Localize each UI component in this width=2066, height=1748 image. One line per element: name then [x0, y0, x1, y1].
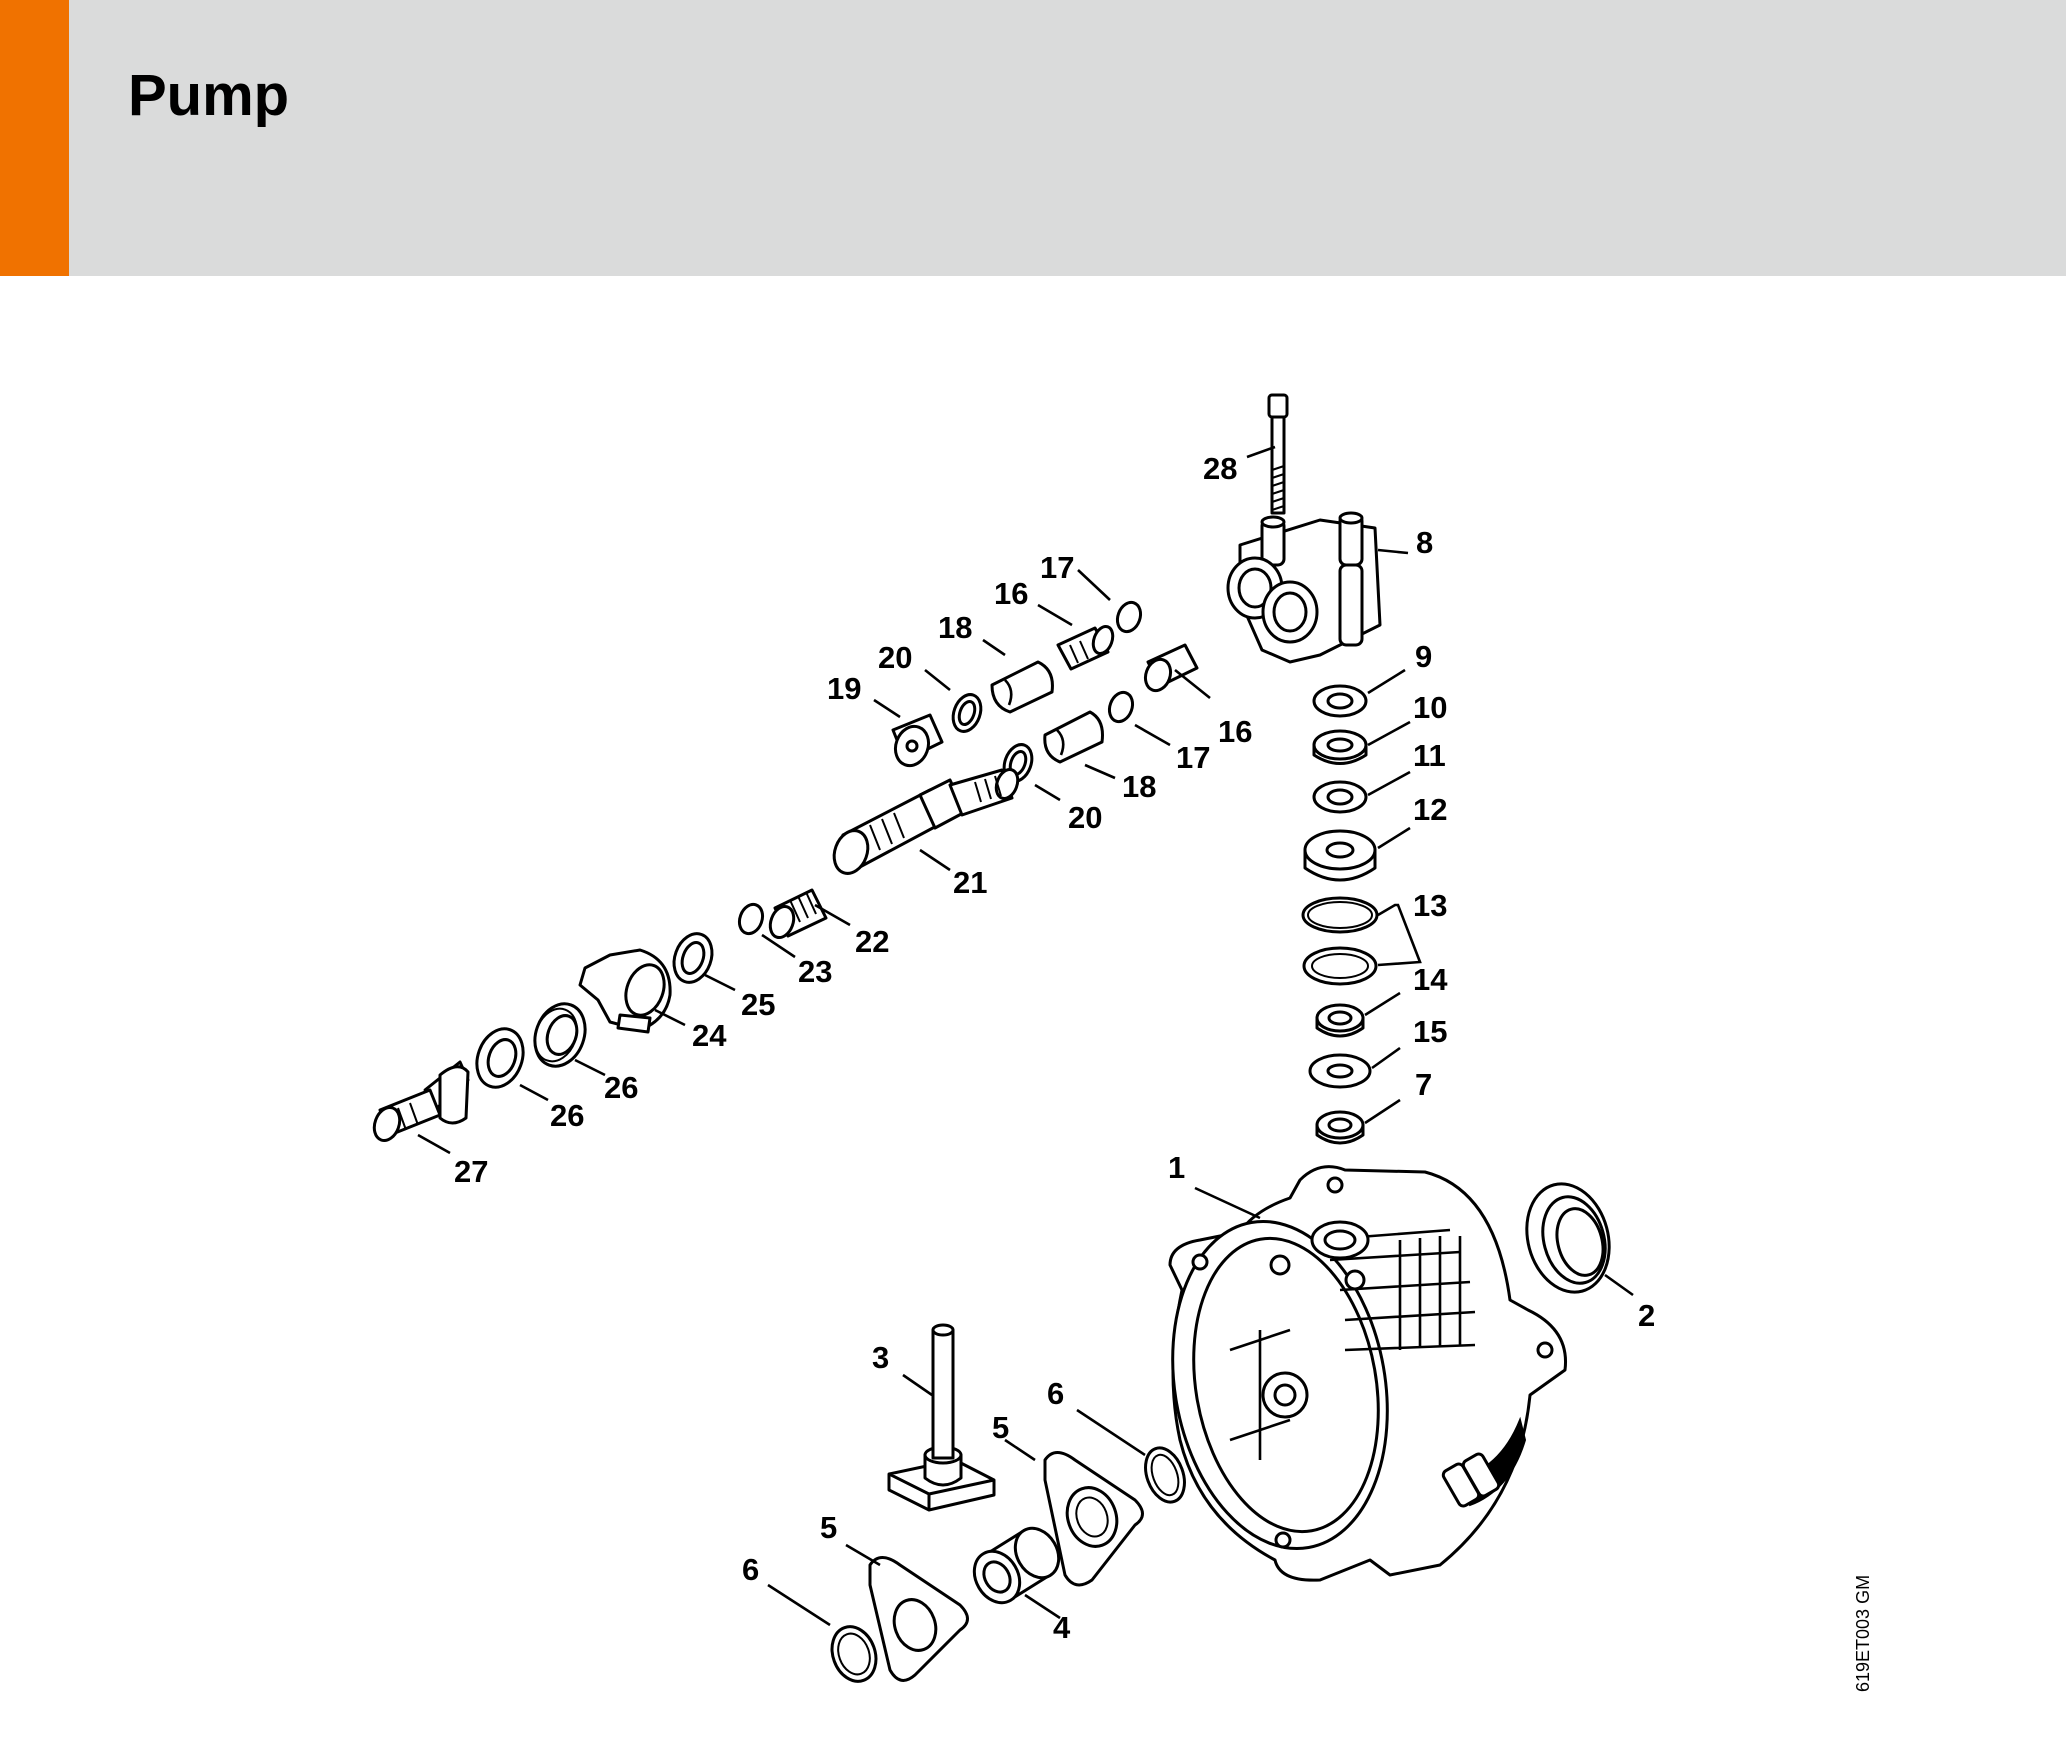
part-5-plate-lower	[868, 1556, 969, 1682]
callout-26: 26	[550, 1098, 584, 1133]
callout-22: 22	[855, 924, 889, 959]
callout-6: 6	[1047, 1376, 1064, 1411]
part-14-bushing	[1315, 1003, 1365, 1038]
callout-10: 10	[1413, 690, 1447, 725]
part-11-washer	[1312, 780, 1368, 814]
callout-27: 27	[454, 1154, 488, 1189]
part-3-shaft	[887, 1323, 996, 1512]
callout-6: 6	[742, 1552, 759, 1587]
page-title: Pump	[128, 63, 290, 128]
callout-5: 5	[992, 1410, 1009, 1445]
callout-24: 24	[692, 1018, 727, 1053]
part-25-washer	[672, 932, 714, 984]
callout-5: 5	[820, 1510, 837, 1545]
callout-16: 16	[1218, 714, 1252, 749]
callout-15: 15	[1413, 1014, 1447, 1049]
part-12-seal-holder	[1303, 829, 1377, 882]
callout-20: 20	[878, 640, 912, 675]
callout-18: 18	[1122, 769, 1156, 804]
part-24-coupling	[578, 948, 672, 1034]
leader-lines	[417, 445, 1634, 1627]
callout-26: 26	[604, 1070, 638, 1105]
part-6-circlip-lower	[830, 1625, 878, 1683]
callout-8: 8	[1416, 525, 1433, 560]
callout-21: 21	[953, 865, 987, 900]
callout-14: 14	[1413, 962, 1448, 997]
reference-code: 619ET003 GM	[1853, 1575, 1873, 1692]
part-21-fitting	[832, 767, 1020, 875]
header-band	[0, 0, 2066, 276]
callout-11: 11	[1413, 738, 1446, 773]
callouts: 28 8 17 16 18 20 19 16 17 18 20 21 22 23…	[454, 451, 1655, 1645]
part-23-oring	[737, 902, 765, 936]
part-28-bolt	[1267, 393, 1289, 515]
callout-17: 17	[1040, 550, 1074, 585]
part-5-plate-upper	[1043, 1451, 1144, 1587]
part-17-oring-upper	[1115, 600, 1143, 634]
part-22-filter	[768, 888, 828, 939]
callout-9: 9	[1415, 639, 1432, 674]
part-16-valve-lower	[1143, 643, 1199, 693]
part-10-bushing	[1312, 729, 1368, 765]
part-16-valve-upper	[1056, 624, 1115, 671]
part-13-oring-lower	[1302, 946, 1378, 986]
part-6-circlip-upper	[1144, 1446, 1186, 1504]
callout-28: 28	[1203, 451, 1237, 486]
callout-1: 1	[1168, 1150, 1185, 1185]
part-17-oring-lower	[1107, 690, 1135, 724]
part-7-bushing	[1315, 1110, 1365, 1145]
part-18-valve-seat-upper	[990, 660, 1054, 714]
part-13-oring-upper	[1301, 896, 1379, 934]
part-9-washer	[1312, 684, 1368, 718]
callout-3: 3	[872, 1340, 889, 1375]
part-8-valve-head	[1226, 511, 1382, 664]
callout-16: 16	[994, 576, 1028, 611]
callout-2: 2	[1638, 1298, 1655, 1333]
callout-7: 7	[1415, 1067, 1432, 1102]
callout-18: 18	[938, 610, 972, 645]
callout-12: 12	[1413, 792, 1447, 827]
part-18-valve-seat-lower	[1043, 710, 1104, 764]
part-15-washer	[1308, 1053, 1372, 1089]
header-accent-bar	[0, 0, 69, 276]
callout-20: 20	[1068, 800, 1102, 835]
part-1-pump-housing	[1168, 1165, 1568, 1582]
part-19-plug	[891, 713, 944, 768]
callout-17: 17	[1176, 740, 1210, 775]
callout-23: 23	[798, 954, 832, 989]
part-26-seal-right	[533, 1002, 587, 1068]
part-4-bushing	[972, 1526, 1061, 1605]
callout-25: 25	[741, 987, 775, 1022]
part-27-nipple	[372, 1060, 470, 1142]
part-2-shaft-seal	[1525, 1182, 1611, 1294]
callout-13: 13	[1413, 888, 1447, 923]
part-20-oring-upper	[951, 693, 983, 733]
part-26-seal-left	[475, 1027, 525, 1089]
callout-19: 19	[827, 671, 861, 706]
callout-4: 4	[1053, 1610, 1071, 1645]
